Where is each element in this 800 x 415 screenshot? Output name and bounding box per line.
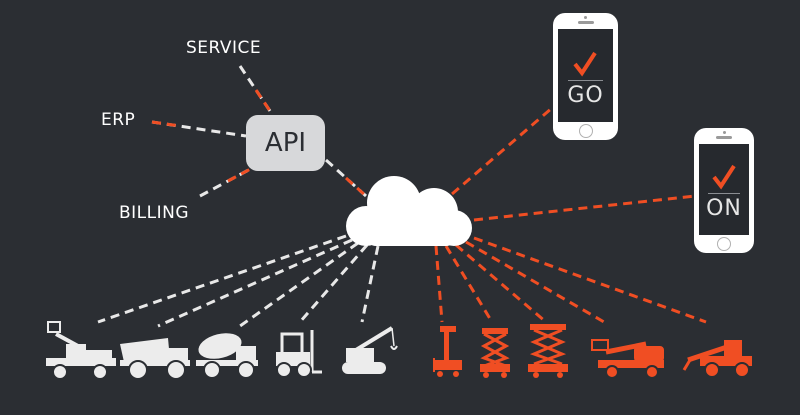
boom-lift-truck-icon <box>46 321 116 380</box>
scissor-lift-small-icon <box>480 328 510 378</box>
fleet-line <box>157 238 353 328</box>
go-phone-screen: GO <box>558 29 613 122</box>
on-phone-text: ON <box>706 196 742 221</box>
api-to-cloud-line-accent <box>344 176 368 198</box>
speaker-slot <box>716 136 732 139</box>
billing-label: BILLING <box>119 203 190 223</box>
go-phone: GO <box>553 13 618 140</box>
go-phone-text: GO <box>567 83 604 108</box>
speaker-slot <box>577 21 594 24</box>
cloud-to-on-phone-line <box>473 194 696 222</box>
fleet-line <box>473 236 707 324</box>
home-button <box>578 124 593 138</box>
cloud-to-go-phone-line <box>451 106 553 196</box>
telehandler-icon <box>682 340 752 378</box>
forklift-icon <box>276 330 322 378</box>
cloud-icon <box>346 176 472 246</box>
articulating-boom-lift-icon <box>591 339 664 379</box>
erp-to-api-line-accent <box>151 120 181 128</box>
service-to-api-line-accent <box>254 89 274 115</box>
api-box: API <box>246 115 325 171</box>
erp-label: ERP <box>101 110 136 130</box>
dump-truck-icon <box>120 338 190 380</box>
erp-to-api-line <box>151 120 247 138</box>
api-to-cloud-line <box>324 158 368 198</box>
divider <box>708 193 740 194</box>
fleet-line <box>97 234 347 324</box>
fleet-line <box>455 243 547 324</box>
vertical-mast-lift-icon <box>433 326 462 377</box>
on-phone-screen: ON <box>699 144 749 235</box>
checkmark-icon <box>712 164 736 190</box>
camera-dot <box>584 16 587 19</box>
divider <box>568 80 603 81</box>
home-button <box>717 237 731 251</box>
on-phone: ON <box>694 128 754 253</box>
checkmark-icon <box>573 51 597 77</box>
fleet-line <box>465 240 605 324</box>
fleet-line <box>298 244 369 323</box>
orange-fleet-lines <box>434 236 707 324</box>
service-label: SERVICE <box>186 38 262 58</box>
white-fleet-lines <box>97 234 380 328</box>
api-connector-lines <box>151 65 368 198</box>
fleet-line <box>239 241 359 328</box>
camera-dot <box>722 131 726 134</box>
fleet-line <box>434 245 444 323</box>
crawler-crane-icon <box>342 326 398 374</box>
fleet-line <box>360 245 380 323</box>
billing-to-api-line-accent <box>227 164 257 183</box>
cement-mixer-icon <box>196 333 258 379</box>
phone-connector-lines <box>451 106 696 222</box>
scissor-lift-large-icon <box>528 324 568 378</box>
